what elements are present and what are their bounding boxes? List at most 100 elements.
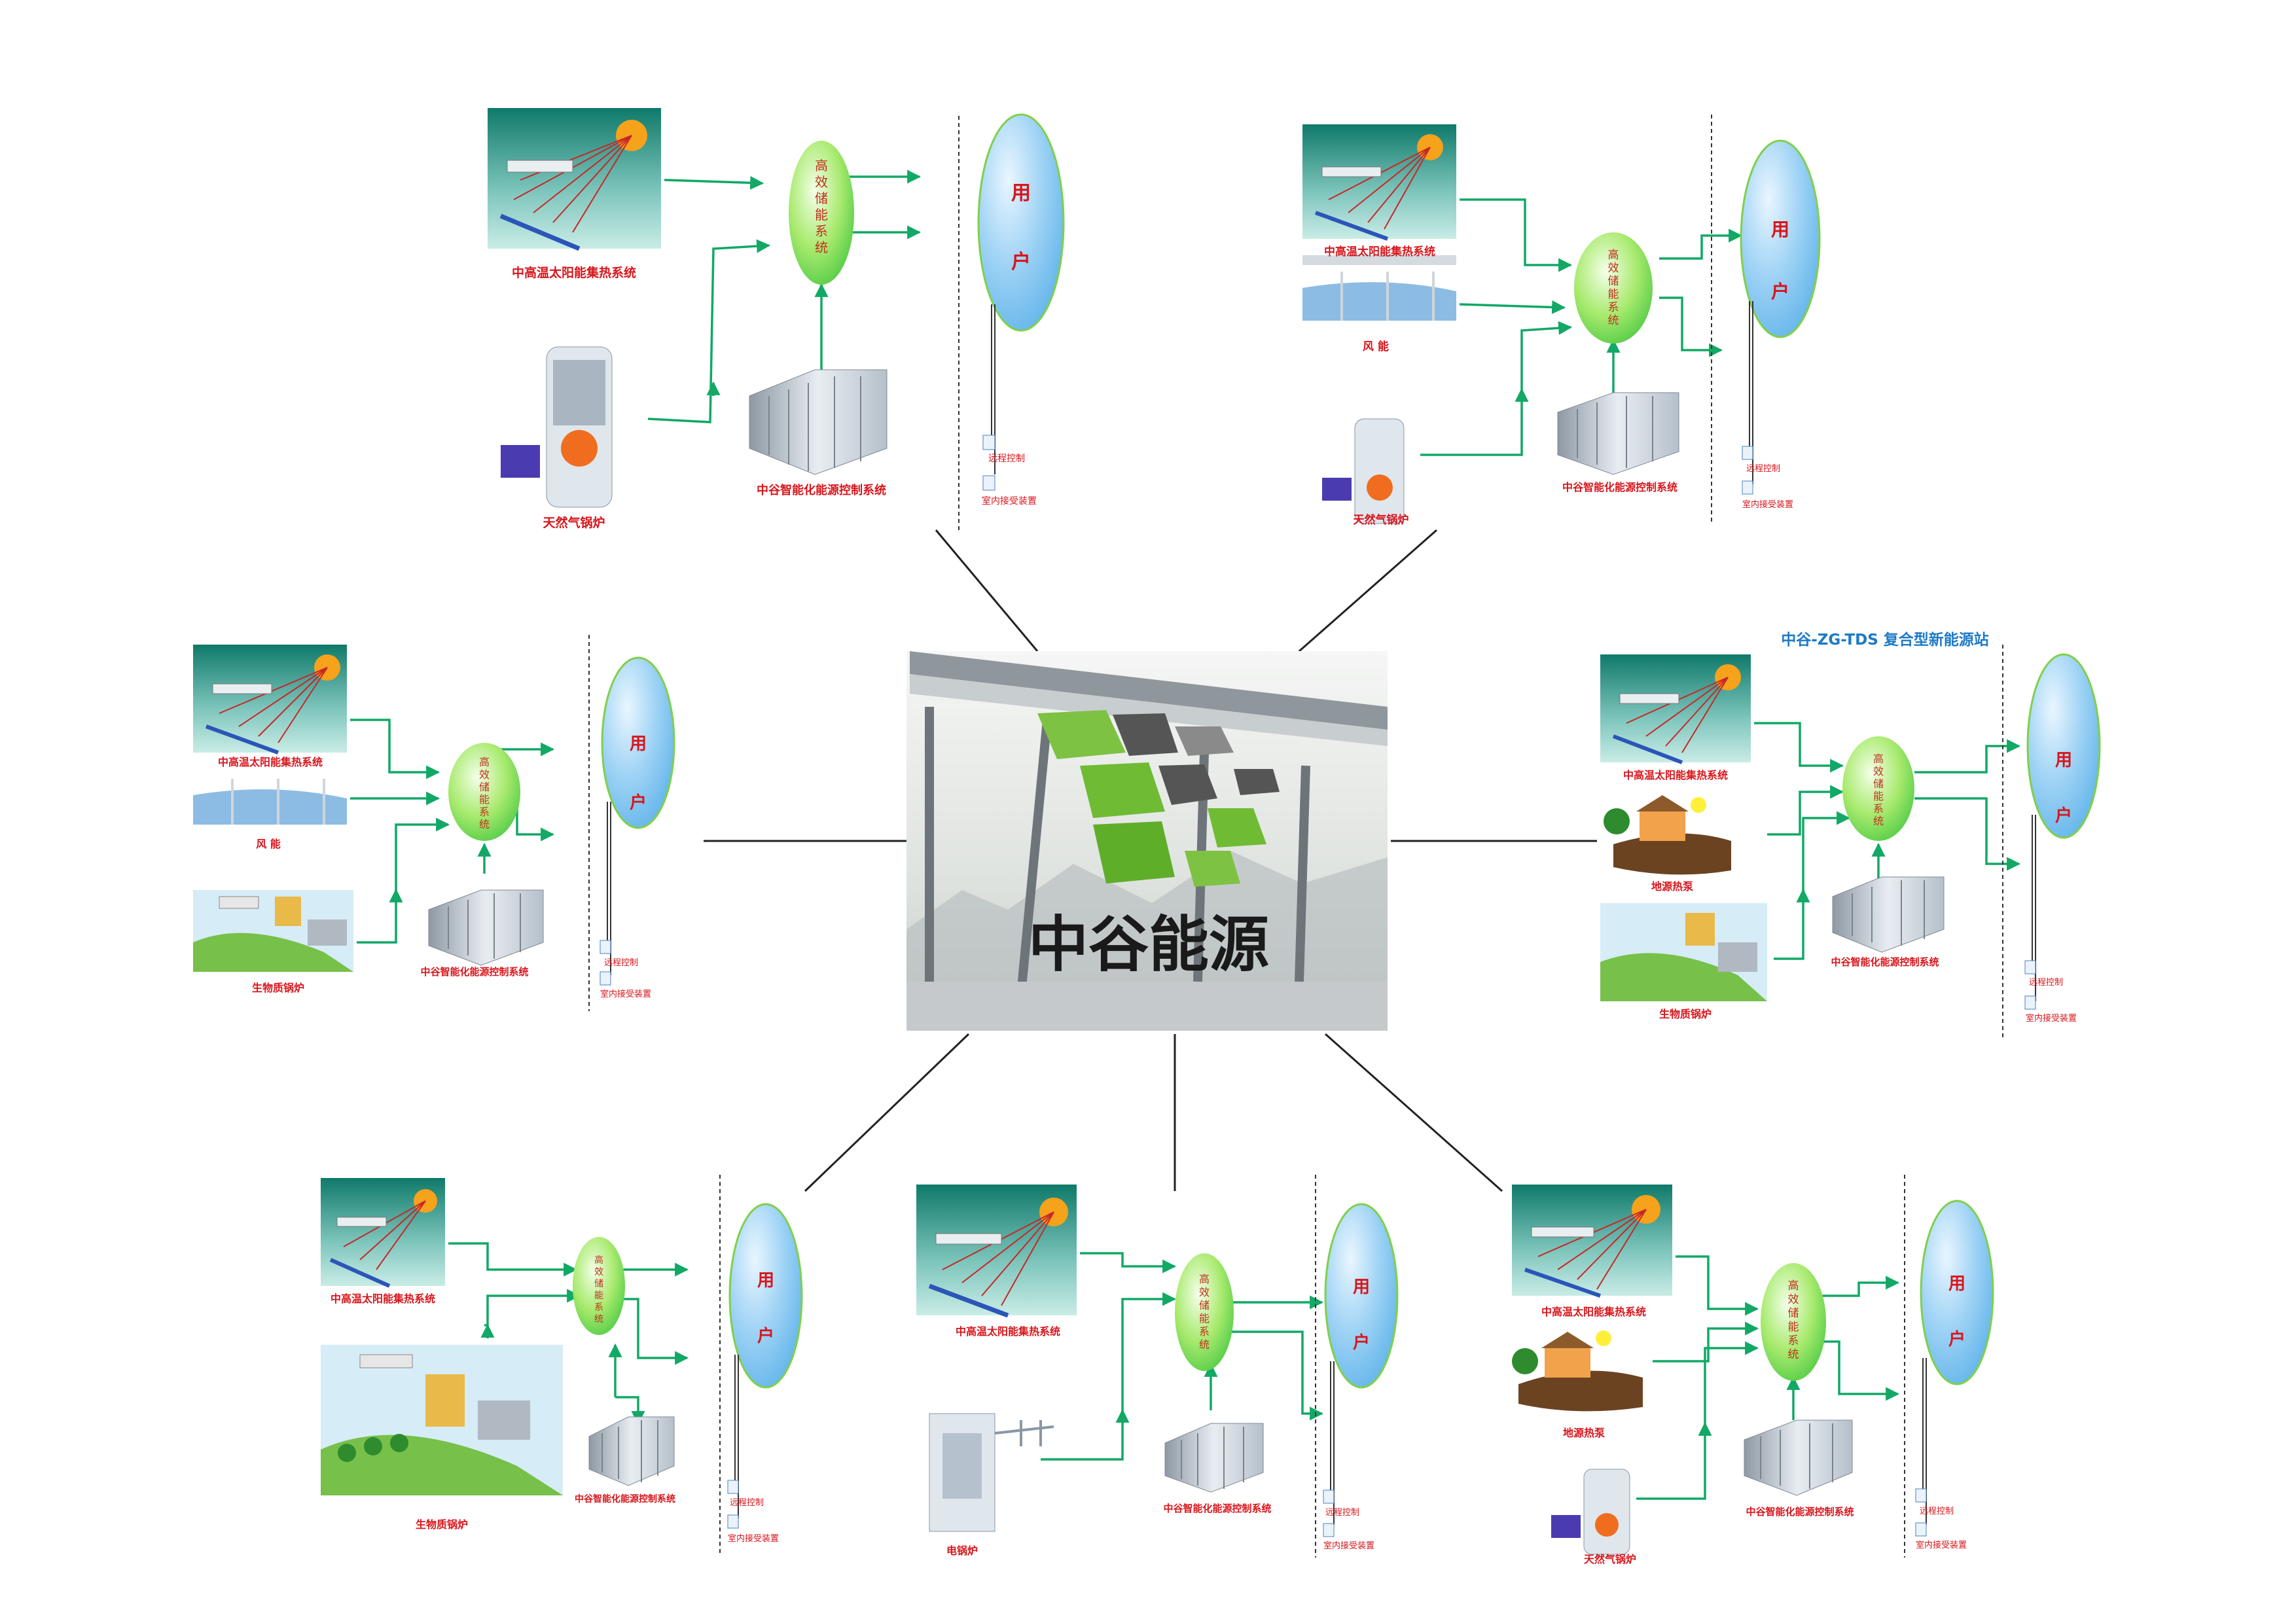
svg-text:统: 统 bbox=[1199, 1338, 1210, 1351]
electric-boiler-icon bbox=[929, 1413, 1054, 1532]
svg-text:中高温太阳能集热系统: 中高温太阳能集热系统 bbox=[1541, 1306, 1646, 1318]
svg-text:天然气锅炉: 天然气锅炉 bbox=[1584, 1553, 1636, 1565]
svg-text:高: 高 bbox=[479, 756, 490, 768]
svg-text:用: 用 bbox=[1771, 219, 1789, 240]
svg-text:远程控制: 远程控制 bbox=[2029, 978, 2063, 988]
svg-text:室内接受装置: 室内接受装置 bbox=[982, 495, 1037, 507]
svg-text:室内接受装置: 室内接受装置 bbox=[1916, 1540, 1967, 1550]
svg-text:系: 系 bbox=[1608, 301, 1619, 314]
svg-text:效: 效 bbox=[1199, 1286, 1210, 1298]
svg-text:用: 用 bbox=[1353, 1277, 1370, 1297]
svg-text:中谷智能化能源控制系统: 中谷智能化能源控制系统 bbox=[1562, 481, 1677, 493]
svg-text:中高温太阳能集热系统: 中高温太阳能集热系统 bbox=[331, 1293, 435, 1305]
svg-text:能: 能 bbox=[1788, 1321, 1799, 1334]
indoor-device-icon bbox=[982, 475, 996, 491]
svg-text:效: 效 bbox=[594, 1267, 603, 1277]
svg-text:中谷智能化能源控制系统: 中谷智能化能源控制系统 bbox=[1163, 1503, 1271, 1514]
solar-collector-icon bbox=[488, 108, 661, 251]
panel-solar-gas: 中高温太阳能集热系统 天然气锅炉 高 效 储 能 系 统 bbox=[488, 108, 1065, 533]
panel-solar-geo-biomass: 中高温太阳能集热系统 地源热泵 生物质锅炉 高 效 bbox=[1600, 645, 2101, 1037]
biomass-boiler-icon bbox=[193, 890, 353, 972]
svg-text:储: 储 bbox=[1788, 1307, 1799, 1320]
svg-text:远程控制: 远程控制 bbox=[604, 958, 638, 968]
svg-text:统: 统 bbox=[1608, 314, 1619, 327]
svg-text:室内接受装置: 室内接受装置 bbox=[1742, 499, 1793, 510]
svg-text:户: 户 bbox=[1771, 281, 1789, 302]
svg-text:效: 效 bbox=[815, 174, 828, 190]
svg-text:远程控制: 远程控制 bbox=[730, 1498, 764, 1508]
control-cabinet-icon bbox=[749, 369, 888, 475]
svg-text:能: 能 bbox=[815, 207, 828, 223]
svg-text:户: 户 bbox=[1011, 251, 1031, 274]
svg-text:系: 系 bbox=[815, 223, 828, 239]
svg-text:户: 户 bbox=[1353, 1332, 1370, 1353]
svg-text:高: 高 bbox=[1873, 753, 1884, 765]
panel-solar-geo-gas: 中高温太阳能集热系统 地源热泵 天然气锅炉 高 效 储 bbox=[1512, 1175, 1994, 1565]
svg-text:室内接受装置: 室内接受装置 bbox=[2026, 1013, 2077, 1024]
svg-text:风 能: 风 能 bbox=[1363, 340, 1389, 353]
wind-turbine-icon bbox=[1302, 255, 1456, 321]
gas-boiler-icon bbox=[1322, 418, 1405, 524]
svg-text:统: 统 bbox=[815, 240, 828, 255]
svg-text:系: 系 bbox=[594, 1302, 603, 1313]
svg-text:能: 能 bbox=[1608, 288, 1619, 301]
svg-text:远程控制: 远程控制 bbox=[1325, 1508, 1359, 1518]
svg-text:中谷智能化能源控制系统: 中谷智能化能源控制系统 bbox=[757, 483, 886, 497]
svg-text:电锅炉: 电锅炉 bbox=[946, 1544, 978, 1557]
remote-device-icon bbox=[982, 435, 996, 450]
svg-text:储: 储 bbox=[1199, 1299, 1210, 1311]
svg-text:高: 高 bbox=[594, 1255, 603, 1266]
svg-text:统: 统 bbox=[1873, 815, 1884, 827]
svg-text:统: 统 bbox=[479, 818, 490, 830]
svg-text:高: 高 bbox=[1788, 1279, 1799, 1293]
svg-text:中谷智能化能源控制系统: 中谷智能化能源控制系统 bbox=[1831, 956, 1939, 968]
geothermal-pump-icon bbox=[1604, 795, 1731, 875]
svg-text:室内接受装置: 室内接受装置 bbox=[1323, 1541, 1374, 1551]
svg-text:远程控制: 远程控制 bbox=[988, 454, 1025, 464]
svg-text:户: 户 bbox=[2055, 806, 2072, 826]
svg-text:室内接受装置: 室内接受装置 bbox=[600, 989, 651, 999]
svg-text:高: 高 bbox=[815, 158, 828, 173]
svg-text:统: 统 bbox=[594, 1314, 603, 1325]
svg-text:高: 高 bbox=[1608, 249, 1619, 262]
svg-text:中高温太阳能集热系统: 中高温太阳能集热系统 bbox=[956, 1325, 1060, 1338]
panel-solar-wind-gas: 中高温太阳能集热系统 风 能 天然气锅炉 高 效 储 能 系 bbox=[1302, 115, 1821, 527]
panel-solar-biomass: 中高温太阳能集热系统 生物质锅炉 高 效 储 能 系 统 bbox=[321, 1175, 803, 1554]
svg-text:户: 户 bbox=[630, 793, 647, 813]
svg-text:中高温太阳能集热系统: 中高温太阳能集热系统 bbox=[1324, 245, 1435, 259]
svg-text:户: 户 bbox=[757, 1326, 774, 1346]
svg-text:效: 效 bbox=[479, 768, 490, 781]
svg-text:能: 能 bbox=[479, 793, 490, 806]
svg-text:储: 储 bbox=[1873, 777, 1884, 790]
hub-connectors bbox=[704, 529, 1597, 1192]
svg-text:系: 系 bbox=[1788, 1334, 1799, 1347]
svg-text:天然气锅炉: 天然气锅炉 bbox=[1354, 513, 1409, 527]
svg-text:储: 储 bbox=[594, 1279, 603, 1289]
svg-text:用: 用 bbox=[2055, 751, 2072, 770]
svg-text:生物质锅炉: 生物质锅炉 bbox=[416, 1518, 468, 1531]
svg-text:用: 用 bbox=[1948, 1274, 1965, 1294]
svg-text:系: 系 bbox=[1873, 802, 1884, 815]
svg-text:系: 系 bbox=[1199, 1325, 1210, 1338]
user-node bbox=[977, 113, 1065, 332]
svg-text:远程控制: 远程控制 bbox=[1920, 1507, 1954, 1516]
svg-text:系: 系 bbox=[479, 806, 490, 818]
svg-text:用: 用 bbox=[1011, 182, 1031, 205]
svg-text:生物质锅炉: 生物质锅炉 bbox=[1659, 1008, 1712, 1020]
svg-text:远程控制: 远程控制 bbox=[1746, 464, 1780, 474]
svg-text:天然气锅炉: 天然气锅炉 bbox=[543, 515, 605, 530]
svg-text:地源热泵: 地源热泵 bbox=[1563, 1427, 1605, 1439]
svg-text:效: 效 bbox=[1873, 765, 1884, 777]
svg-text:储: 储 bbox=[479, 781, 490, 793]
svg-text:室内接受装置: 室内接受装置 bbox=[728, 1533, 779, 1544]
svg-text:中谷智能化能源控制系统: 中谷智能化能源控制系统 bbox=[1746, 1506, 1854, 1518]
svg-text:效: 效 bbox=[1788, 1293, 1799, 1306]
svg-text:中谷智能化能源控制系统: 中谷智能化能源控制系统 bbox=[420, 966, 528, 978]
svg-text:能: 能 bbox=[1873, 790, 1884, 802]
station-title: 中谷-ZG-TDS 复合型新能源站 bbox=[1781, 631, 1989, 649]
svg-text:中高温太阳能集热系统: 中高温太阳能集热系统 bbox=[1623, 769, 1728, 781]
svg-text:储: 储 bbox=[1608, 275, 1619, 288]
storage-node bbox=[789, 141, 854, 285]
solar-collector-icon bbox=[1302, 124, 1456, 241]
